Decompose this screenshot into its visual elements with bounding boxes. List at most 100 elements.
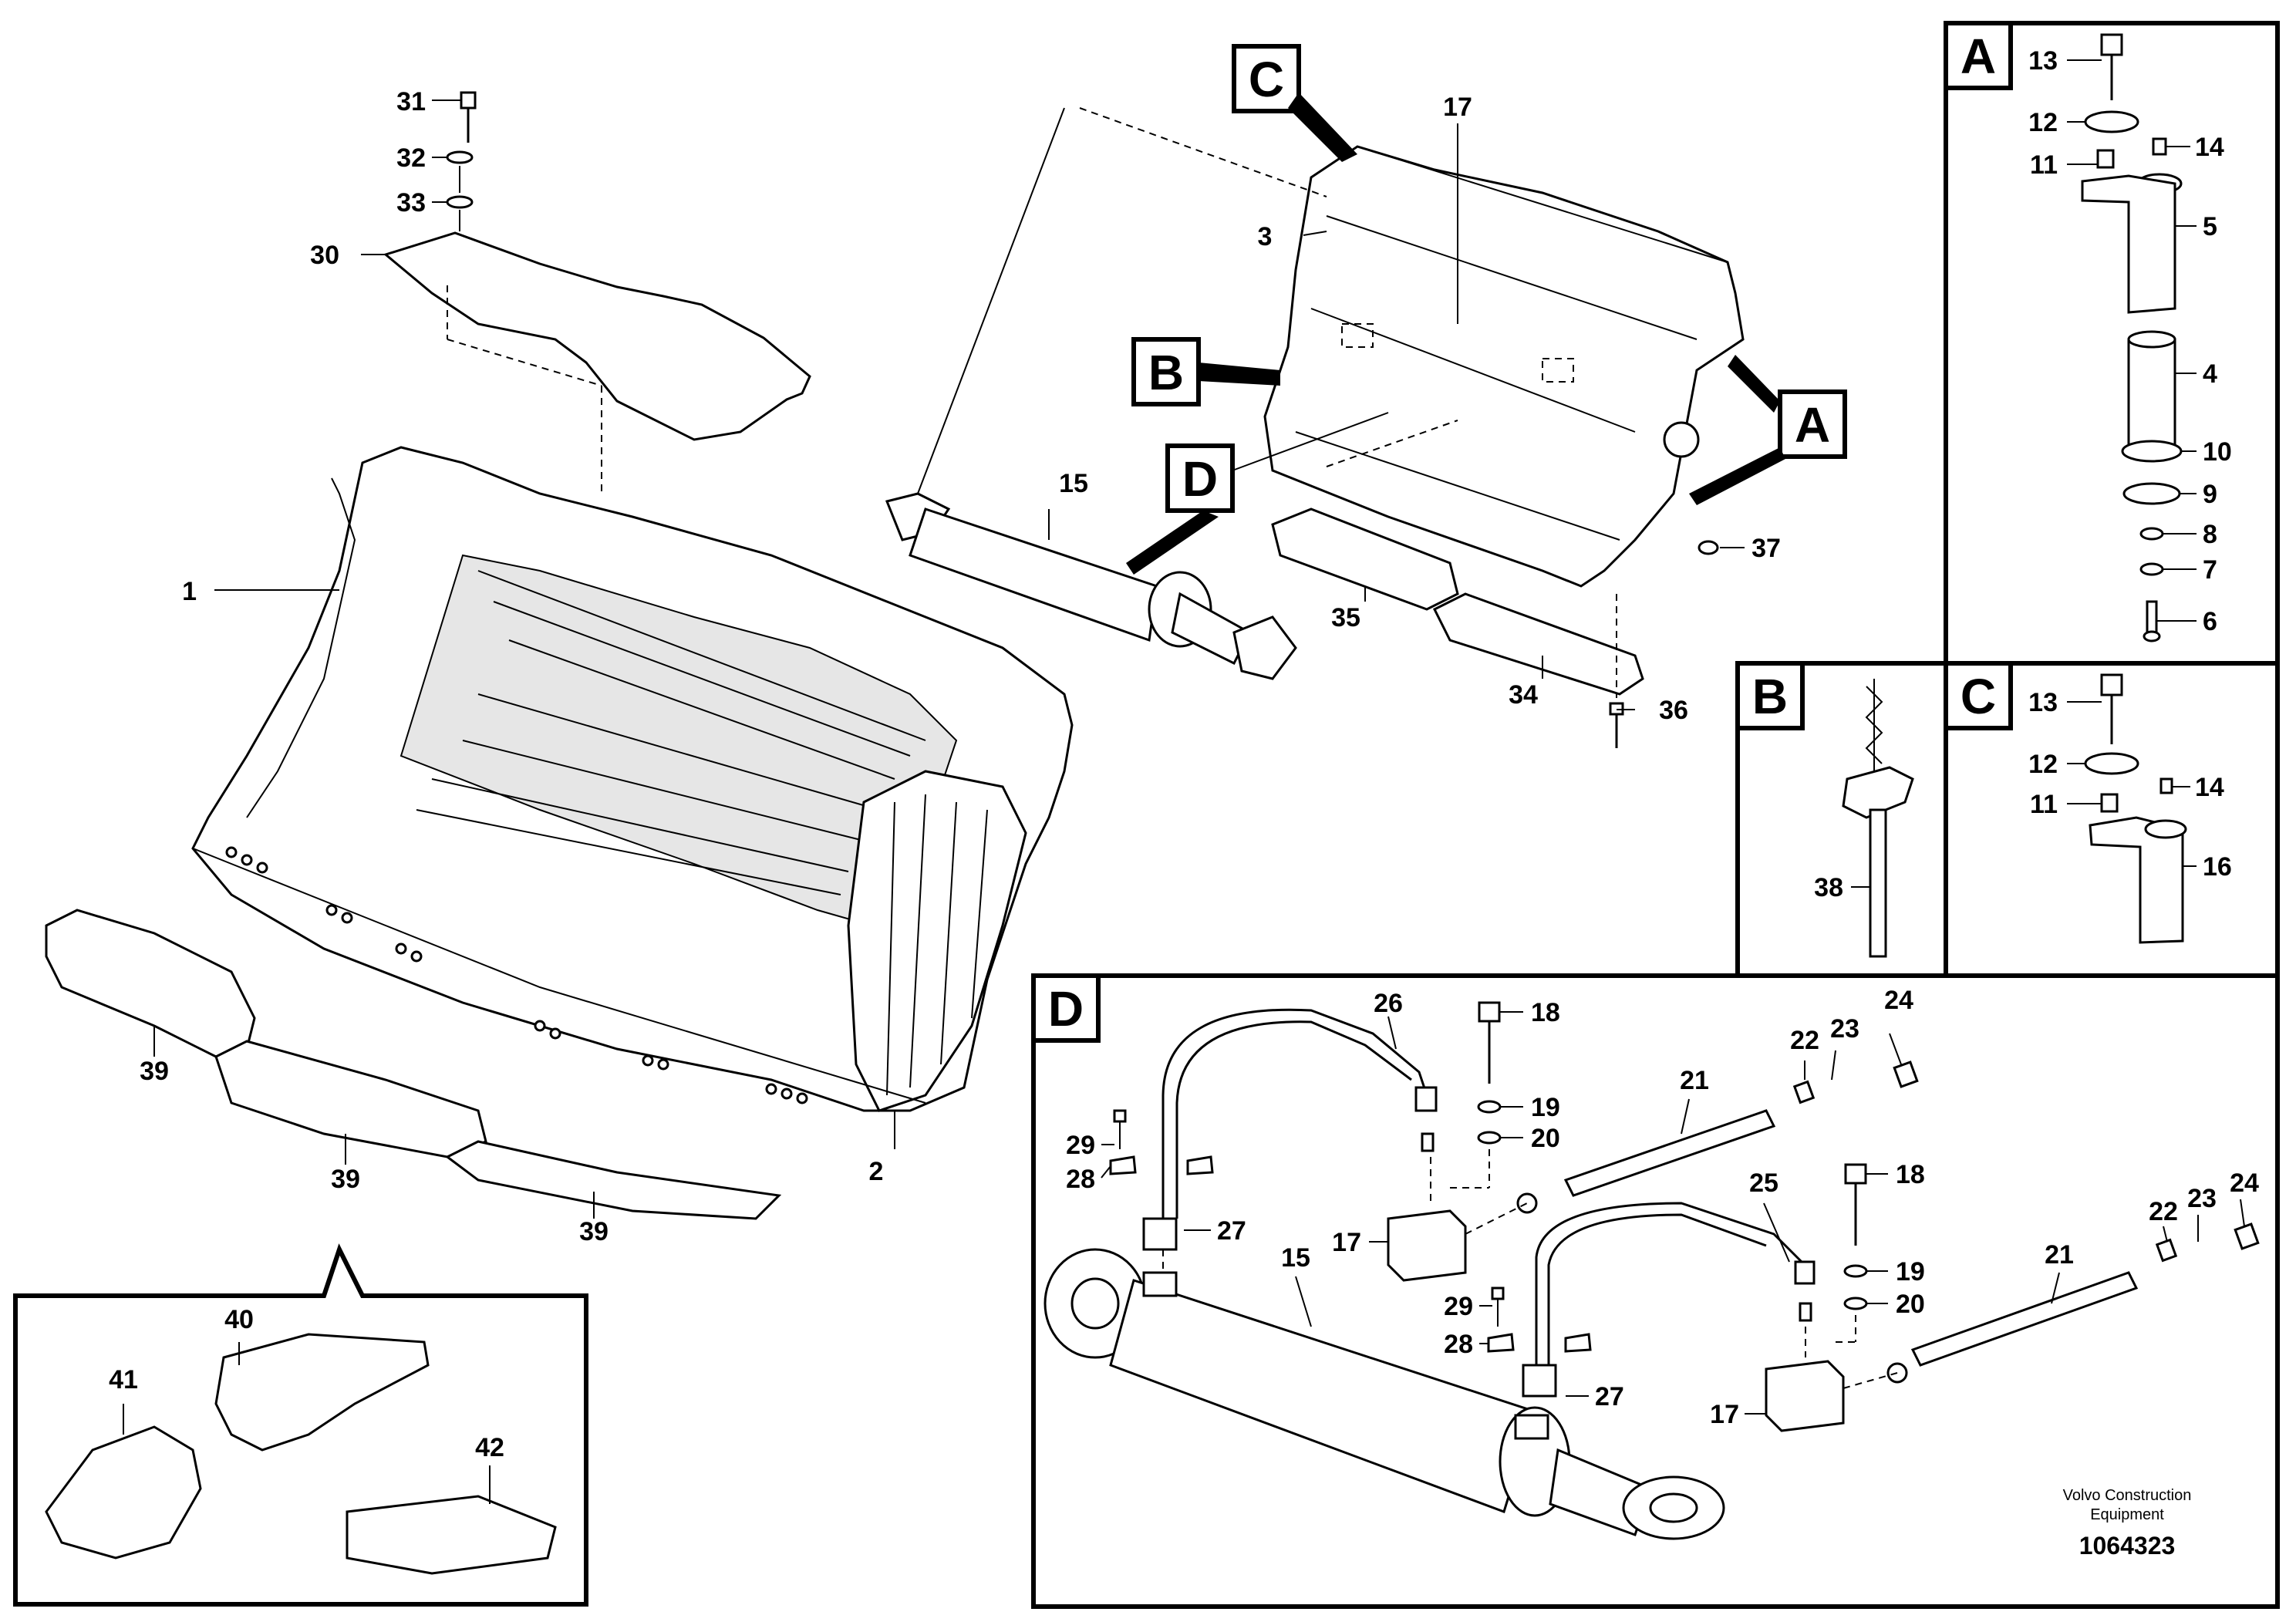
panel-d-callout-26: 26 [1374, 989, 1403, 1018]
panel-a-callout-12: 12 [2028, 108, 2058, 137]
panel-a-callout-8: 8 [2203, 520, 2217, 549]
callout-2: 2 [869, 1157, 884, 1186]
panel-d-callout-28-lower: 28 [1444, 1330, 1473, 1359]
callout-39-left: 39 [140, 1057, 169, 1086]
panel-a-letter: A [1961, 29, 1996, 84]
panel-d-callout-19-upper: 19 [1531, 1093, 1560, 1122]
footer-company-line1: Volvo Construction [2063, 1487, 2192, 1504]
panel-d-callout-22-lower: 22 [2149, 1197, 2178, 1226]
callout-1: 1 [182, 577, 197, 606]
panel-d-callout-27-lower: 27 [1595, 1382, 1624, 1411]
panel-a: A 13 12 11 14 5 4 10 9 8 7 [1944, 21, 2280, 666]
cylinder-15-detail [1043, 1248, 1725, 1540]
callout-box-d: D [1126, 412, 1389, 575]
main-leader-lines [153, 99, 1745, 1219]
panel-a-callout-5: 5 [2203, 212, 2217, 241]
panel-b-letter: B [1752, 669, 1788, 724]
callout-letter-b: B [1148, 345, 1184, 400]
callout-30: 30 [310, 241, 339, 270]
panel-a-callout-13: 13 [2028, 46, 2058, 76]
hose-25 [1535, 1202, 1806, 1365]
panel-d-callout-21-lower: 21 [2045, 1240, 2074, 1270]
callout-42: 42 [475, 1433, 504, 1462]
panel-d-callout-29-lower: 29 [1444, 1292, 1473, 1321]
hose-26 [1161, 1008, 1428, 1219]
panel-d-callout-17-upper: 17 [1332, 1228, 1361, 1257]
callout-33: 33 [396, 188, 426, 218]
panel-a-callout-11: 11 [2030, 150, 2058, 180]
panel-d-callout-27-upper: 27 [1217, 1216, 1246, 1246]
wear-plate-30 [383, 231, 811, 494]
panel-c-callout-11: 11 [2030, 790, 2058, 819]
block-17-upper [1387, 1209, 1467, 1282]
panel-d-callout-22-upper: 22 [1790, 1026, 1819, 1055]
callout-31: 31 [396, 87, 426, 116]
panel-d-callout-28-upper: 28 [1066, 1165, 1095, 1194]
wear-plate-42 [346, 1495, 557, 1575]
panel-a-callout-6: 6 [2203, 607, 2217, 636]
panel-d-callout-17-lower: 17 [1710, 1400, 1739, 1429]
panel-d-callout-15: 15 [1281, 1243, 1310, 1273]
panel-d-callout-19-lower: 19 [1896, 1257, 1925, 1286]
panel-a-callout-4: 4 [2203, 359, 2217, 389]
callout-32: 32 [396, 143, 426, 173]
plate-35 [1271, 508, 1459, 611]
panel-a-callout-7: 7 [2203, 555, 2217, 585]
plate-34 [1432, 592, 1644, 696]
panel-b-callout-38: 38 [1814, 873, 1843, 902]
panel-d-callout-23-lower: 23 [2187, 1184, 2217, 1213]
callout-17: 17 [1443, 93, 1472, 122]
callout-letter-a: A [1795, 397, 1830, 453]
cylinder-15 [885, 107, 1297, 680]
panel-c: C 13 12 11 14 16 [1944, 661, 2280, 978]
teeth-inset-panel: 41 40 42 [13, 1243, 588, 1607]
panel-d-callout-18-lower: 18 [1896, 1160, 1925, 1189]
footer-company-line2: Equipment [2090, 1506, 2164, 1523]
callout-letter-d: D [1182, 451, 1218, 507]
callout-box-c: C [1232, 44, 1357, 162]
callout-box-b: B [1131, 337, 1280, 406]
panel-d-callout-24-lower: 24 [2230, 1168, 2259, 1198]
callout-3: 3 [1258, 222, 1273, 251]
panel-c-letter: C [1961, 669, 1996, 724]
callout-35: 35 [1331, 603, 1360, 632]
callout-37: 37 [1752, 534, 1781, 563]
panel-d-callout-25: 25 [1749, 1168, 1778, 1198]
panel-d-callout-29-upper: 29 [1066, 1131, 1095, 1160]
panel-d-callout-18-upper: 18 [1531, 998, 1560, 1027]
panel-d-callout-20-upper: 20 [1531, 1124, 1560, 1153]
panel-a-callout-14: 14 [2195, 133, 2224, 162]
adapter-41 [45, 1425, 202, 1560]
callout-34: 34 [1509, 680, 1538, 710]
cutting-edge-bolt-dots [225, 846, 808, 1104]
callout-41: 41 [109, 1365, 138, 1394]
panel-a-callout-9: 9 [2203, 480, 2217, 509]
callout-box-a: A [1689, 355, 1847, 505]
panel-d-callout-20-lower: 20 [1896, 1290, 1925, 1319]
bolt-31 [446, 91, 477, 231]
callout-letter-c: C [1249, 52, 1284, 107]
panel-d-letter: D [1048, 981, 1084, 1037]
callout-15: 15 [1059, 469, 1088, 498]
bucket-1 [191, 446, 1074, 1112]
panel-c-callout-16: 16 [2203, 852, 2232, 882]
callout-40: 40 [224, 1305, 254, 1334]
nut-37 [1698, 540, 1719, 555]
panel-d-callout-21-upper: 21 [1680, 1066, 1709, 1095]
panel-c-callout-14: 14 [2195, 773, 2224, 802]
callout-36: 36 [1659, 696, 1688, 725]
panel-d-callout-23-upper: 23 [1830, 1014, 1859, 1044]
frame-3 [1079, 107, 1745, 588]
panel-d-callout-24-upper: 24 [1884, 986, 1913, 1015]
panel-d: D [1031, 973, 2280, 1609]
panel-b: B 38 [1735, 661, 1948, 978]
panel-c-callout-12: 12 [2028, 750, 2058, 779]
block-17-lower [1765, 1360, 1845, 1432]
callout-39-right: 39 [579, 1217, 609, 1246]
panel-c-callout-13: 13 [2028, 688, 2058, 717]
callout-39-middle: 39 [331, 1165, 360, 1194]
tooth-40 [214, 1333, 430, 1452]
footer-drawing-number: 1064323 [2079, 1532, 2176, 1560]
cutting-edge-39 [45, 909, 782, 1220]
